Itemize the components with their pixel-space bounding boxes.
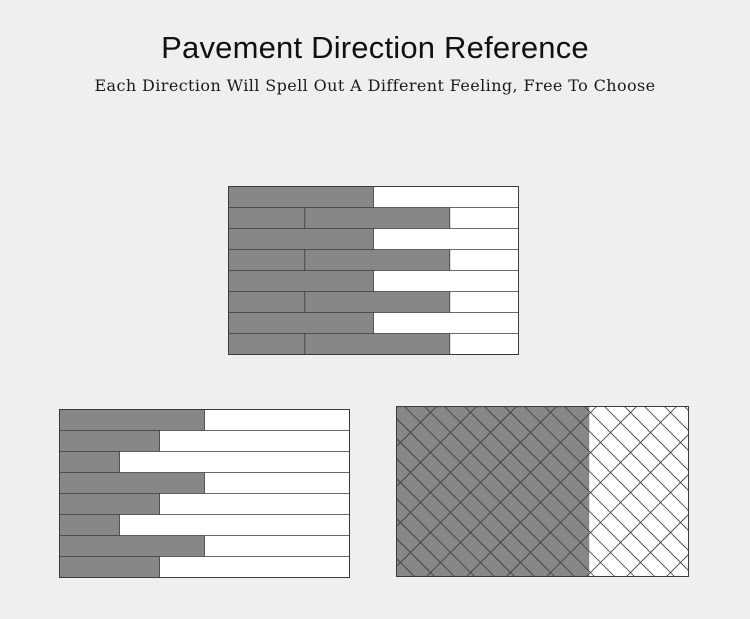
herringbone-seam (624, 406, 689, 472)
dark-plank (59, 493, 160, 515)
dark-plank (59, 472, 205, 494)
light-plank (159, 556, 350, 578)
dark-plank (228, 249, 450, 271)
herringbone-seam (524, 406, 689, 572)
herringbone-seam (396, 457, 515, 577)
light-plank (119, 514, 350, 536)
dark-plank (228, 228, 374, 250)
herringbone-seam (564, 406, 689, 532)
dark-plank (228, 207, 450, 229)
staggered-pattern-panel (228, 186, 519, 355)
dark-plank (228, 186, 374, 208)
dark-region (396, 406, 590, 577)
herringbone-seam (504, 406, 675, 577)
herringbone-seam (424, 406, 595, 577)
herringbone-seam (396, 406, 437, 448)
light-plank (449, 291, 519, 313)
herringbone-seam (396, 417, 555, 577)
herringbone-seam (644, 406, 689, 452)
herringbone-seam (426, 406, 597, 577)
dark-plank (59, 430, 160, 452)
light-plank (373, 270, 519, 292)
herringbone-seam (466, 406, 637, 577)
herringbone-seam (464, 406, 635, 577)
herringbone-seam (586, 473, 689, 577)
light-plank (449, 207, 519, 229)
herringbone-seam (396, 537, 435, 577)
dark-plank (228, 333, 450, 355)
herringbone-seam (396, 406, 477, 488)
random-length-pattern-panel (59, 409, 350, 578)
light-plank (373, 312, 519, 334)
page-title: Pavement Direction Reference (161, 30, 589, 65)
light-plank (159, 430, 350, 452)
herringbone-seam (404, 406, 575, 577)
panel-border (228, 186, 519, 355)
panel-border (59, 409, 350, 578)
dark-plank (59, 535, 205, 557)
light-plank (373, 228, 519, 250)
page-subtitle: Each Direction Will Spell Out A Differen… (94, 76, 656, 95)
herringbone-seam (506, 406, 677, 577)
light-plank (204, 535, 350, 557)
light-plank (119, 451, 350, 473)
dark-plank (59, 556, 160, 578)
panel-border (396, 406, 689, 577)
herringbone-seam (626, 513, 689, 577)
herringbone-seam (604, 406, 689, 492)
light-plank (373, 186, 519, 208)
dark-plank (59, 451, 120, 473)
light-plank (449, 249, 519, 271)
herringbone-seam (396, 477, 495, 577)
herringbone-pattern-panel (396, 406, 689, 577)
herringbone-seam (444, 406, 615, 577)
herringbone-seam (544, 406, 689, 552)
dark-plank (59, 409, 205, 431)
herringbone-seam (584, 406, 689, 512)
herringbone-seam (396, 517, 455, 577)
dark-plank (228, 270, 374, 292)
herringbone-seam (396, 437, 535, 577)
light-plank (204, 472, 350, 494)
herringbone-seam (484, 406, 655, 577)
light-plank (204, 409, 350, 431)
herringbone-seam (396, 497, 475, 577)
herringbone-seam (396, 406, 517, 528)
light-plank (159, 493, 350, 515)
dark-plank (59, 514, 120, 536)
dark-plank (228, 312, 374, 334)
light-plank (449, 333, 519, 355)
dark-plank (228, 291, 450, 313)
herringbone-seam (396, 406, 557, 568)
